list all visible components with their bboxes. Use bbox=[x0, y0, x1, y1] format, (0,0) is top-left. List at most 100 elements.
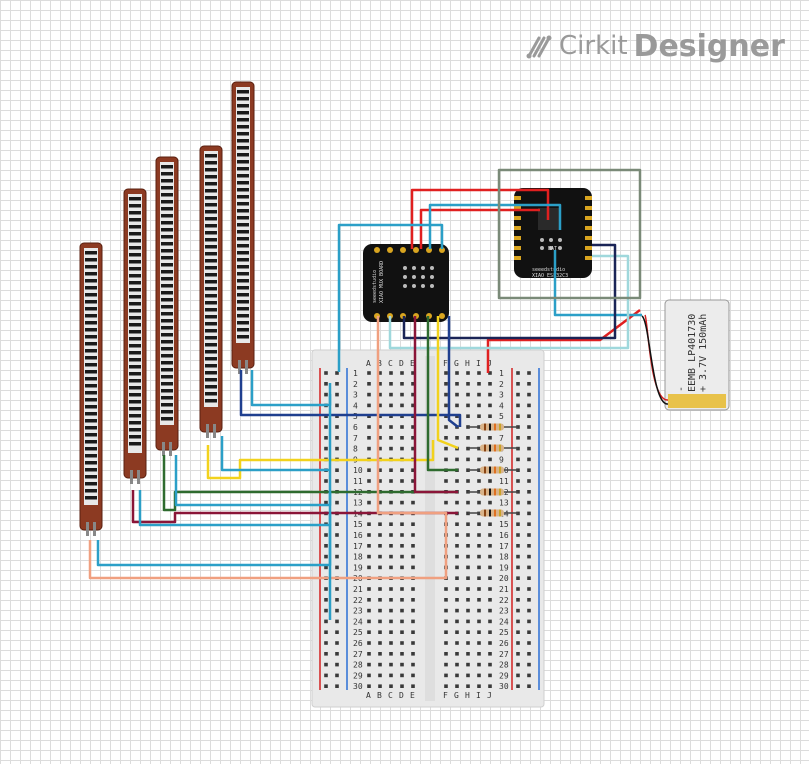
breadboard-hole[interactable] bbox=[455, 500, 459, 505]
breadboard-hole[interactable] bbox=[367, 619, 371, 624]
breadboard-hole[interactable] bbox=[400, 554, 404, 559]
breadboard-hole[interactable] bbox=[324, 565, 328, 570]
wire-light-blue[interactable] bbox=[174, 455, 332, 507]
breadboard-hole[interactable] bbox=[378, 619, 382, 624]
breadboard-hole[interactable] bbox=[527, 479, 531, 483]
breadboard-hole[interactable] bbox=[400, 500, 404, 505]
breadboard-hole[interactable] bbox=[455, 382, 459, 386]
wire-yellow[interactable] bbox=[436, 316, 459, 450]
breadboard-hole[interactable] bbox=[477, 414, 481, 418]
breadboard-hole[interactable] bbox=[455, 598, 459, 602]
flex-sensor[interactable] bbox=[79, 242, 103, 536]
breadboard-hole[interactable] bbox=[378, 554, 382, 559]
breadboard-hole[interactable] bbox=[516, 662, 520, 667]
breadboard-hole[interactable] bbox=[389, 587, 393, 591]
breadboard-hole[interactable] bbox=[335, 565, 339, 570]
breadboard-hole[interactable] bbox=[335, 587, 339, 591]
breadboard-hole[interactable] bbox=[466, 662, 470, 667]
breadboard-hole[interactable] bbox=[527, 608, 531, 613]
breadboard-hole[interactable] bbox=[367, 382, 371, 386]
breadboard-hole[interactable] bbox=[367, 446, 371, 451]
wire-navy[interactable] bbox=[402, 243, 617, 340]
breadboard-hole[interactable] bbox=[488, 392, 492, 397]
breadboard-hole[interactable] bbox=[527, 457, 531, 462]
breadboard-hole[interactable] bbox=[367, 684, 371, 688]
breadboard-hole[interactable] bbox=[389, 436, 393, 440]
wire-dark-blue[interactable] bbox=[239, 370, 462, 427]
breadboard-hole[interactable] bbox=[516, 457, 520, 462]
breadboard-hole[interactable] bbox=[527, 446, 531, 451]
breadboard-hole[interactable] bbox=[411, 522, 415, 526]
breadboard-hole[interactable] bbox=[444, 619, 448, 624]
breadboard-hole[interactable] bbox=[335, 554, 339, 559]
breadboard-hole[interactable] bbox=[389, 468, 393, 472]
breadboard-hole[interactable] bbox=[367, 392, 371, 397]
breadboard-hole[interactable] bbox=[527, 544, 531, 548]
breadboard-hole[interactable] bbox=[335, 619, 339, 624]
breadboard-hole[interactable] bbox=[411, 371, 415, 375]
breadboard-hole[interactable] bbox=[488, 619, 492, 624]
breadboard-hole[interactable] bbox=[488, 371, 492, 375]
breadboard-hole[interactable] bbox=[378, 371, 382, 375]
breadboard-hole[interactable] bbox=[378, 446, 382, 451]
breadboard-hole[interactable] bbox=[324, 479, 328, 483]
xiao-pin[interactable] bbox=[514, 226, 521, 230]
breadboard-hole[interactable] bbox=[411, 641, 415, 645]
breadboard-hole[interactable] bbox=[378, 544, 382, 548]
xiao-pin[interactable] bbox=[514, 256, 521, 260]
breadboard-hole[interactable] bbox=[389, 446, 393, 451]
breadboard-hole[interactable] bbox=[378, 652, 382, 656]
breadboard-hole[interactable] bbox=[477, 436, 481, 440]
breadboard-hole[interactable] bbox=[488, 500, 492, 505]
breadboard-hole[interactable] bbox=[378, 598, 382, 602]
breadboard-hole[interactable] bbox=[324, 446, 328, 451]
breadboard-hole[interactable] bbox=[324, 641, 328, 645]
breadboard-hole[interactable] bbox=[444, 457, 448, 462]
breadboard-hole[interactable] bbox=[488, 641, 492, 645]
breadboard-hole[interactable] bbox=[389, 641, 393, 645]
breadboard-hole[interactable] bbox=[466, 479, 470, 483]
breadboard-hole[interactable] bbox=[466, 382, 470, 386]
breadboard-hole[interactable] bbox=[527, 414, 531, 418]
mux-pin[interactable] bbox=[400, 247, 406, 253]
breadboard-hole[interactable] bbox=[411, 684, 415, 688]
breadboard-hole[interactable] bbox=[516, 684, 520, 688]
breadboard-hole[interactable] bbox=[488, 684, 492, 688]
breadboard-hole[interactable] bbox=[455, 479, 459, 483]
breadboard-hole[interactable] bbox=[324, 652, 328, 656]
breadboard-hole[interactable] bbox=[477, 673, 481, 678]
breadboard-hole[interactable] bbox=[335, 382, 339, 386]
breadboard-hole[interactable] bbox=[389, 371, 393, 375]
breadboard-hole[interactable] bbox=[324, 392, 328, 397]
xiao-pin[interactable] bbox=[514, 246, 521, 250]
breadboard-hole[interactable] bbox=[527, 533, 531, 537]
breadboard-hole[interactable] bbox=[444, 587, 448, 591]
xiao-pin[interactable] bbox=[585, 216, 592, 220]
xiao-pin[interactable] bbox=[514, 216, 521, 220]
breadboard-hole[interactable] bbox=[444, 684, 448, 688]
breadboard-hole[interactable] bbox=[389, 544, 393, 548]
breadboard-hole[interactable] bbox=[335, 662, 339, 667]
breadboard-hole[interactable] bbox=[477, 403, 481, 408]
breadboard-hole[interactable] bbox=[477, 554, 481, 559]
breadboard-hole[interactable] bbox=[527, 673, 531, 678]
breadboard-hole[interactable] bbox=[335, 684, 339, 688]
breadboard-hole[interactable] bbox=[527, 403, 531, 408]
breadboard-hole[interactable] bbox=[444, 436, 448, 440]
breadboard-hole[interactable] bbox=[367, 425, 371, 429]
xiao-pin[interactable] bbox=[514, 236, 521, 240]
breadboard-hole[interactable] bbox=[527, 382, 531, 386]
breadboard-hole[interactable] bbox=[444, 630, 448, 634]
breadboard[interactable]: 1122334455667788991010111112121313141415… bbox=[311, 349, 545, 708]
breadboard-hole[interactable] bbox=[367, 673, 371, 678]
breadboard-hole[interactable] bbox=[411, 446, 415, 451]
breadboard-hole[interactable] bbox=[324, 684, 328, 688]
wire-salmon[interactable] bbox=[88, 316, 448, 580]
xiao-pin[interactable] bbox=[585, 226, 592, 230]
breadboard-hole[interactable] bbox=[477, 382, 481, 386]
breadboard-hole[interactable] bbox=[444, 608, 448, 613]
breadboard-hole[interactable] bbox=[466, 608, 470, 613]
breadboard-hole[interactable] bbox=[477, 684, 481, 688]
breadboard-hole[interactable] bbox=[516, 371, 520, 375]
breadboard-hole[interactable] bbox=[466, 565, 470, 570]
